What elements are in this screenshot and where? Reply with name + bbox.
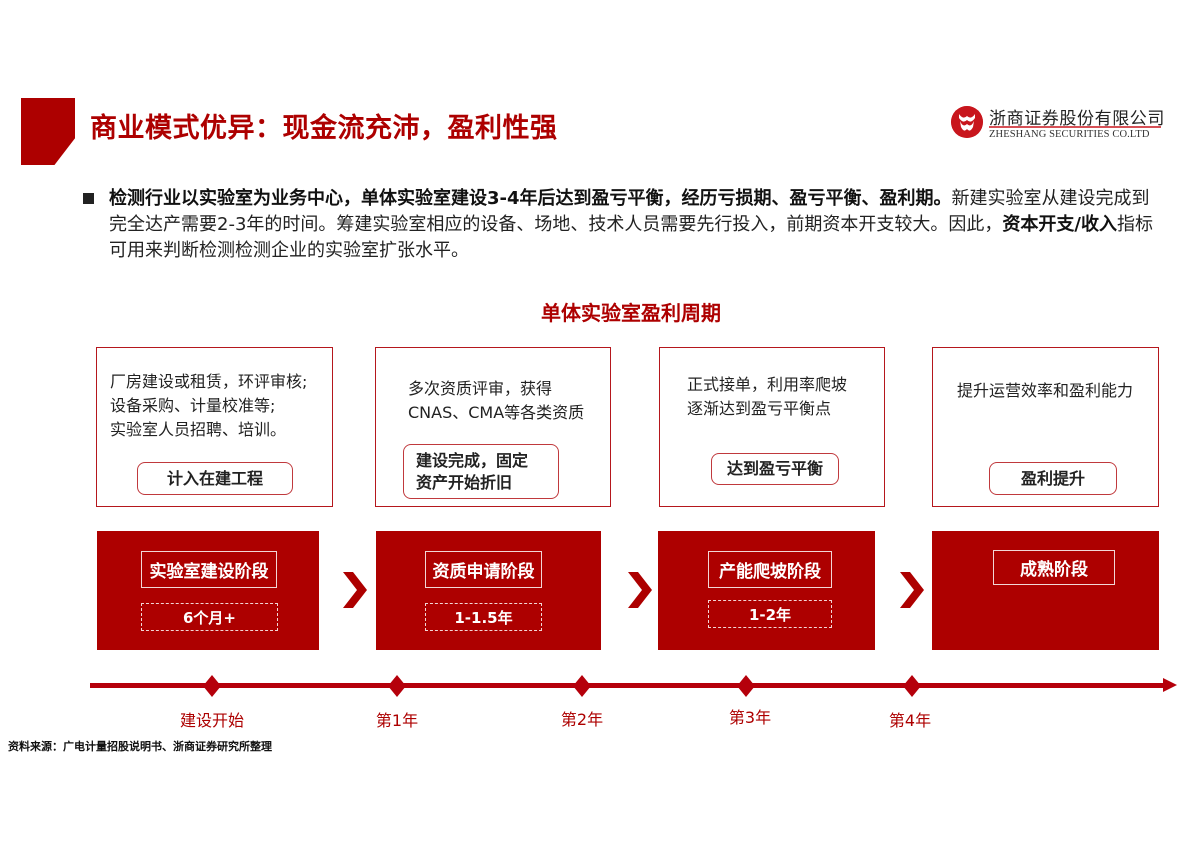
- title-accent-block: [21, 98, 75, 165]
- desc-line: 多次资质评审，获得: [408, 379, 553, 398]
- milestone-label: 达到盈亏平衡: [726, 459, 823, 478]
- timeline-label-start: 建设开始: [179, 711, 245, 730]
- stage-1-box: 实验室建设阶段 6个月+: [97, 531, 319, 650]
- stage-2-description: 多次资质评审，获得 CNAS、CMA等各类资质: [408, 377, 584, 425]
- stage-2-box: 资质申请阶段 1-1.5年: [376, 531, 601, 650]
- intro-text-1: 新建实验室从建设完成到完全达产需要2-3年的时间。筹建实验室相应的设备、场地、技…: [109, 188, 1150, 235]
- timeline-marker-diamond-icon: [388, 675, 406, 697]
- stage-1-duration: 6个月+: [141, 603, 278, 631]
- stage-3-description-box: 正式接单，利用率爬坡 逐渐达到盈亏平衡点 达到盈亏平衡: [659, 347, 885, 507]
- desc-line: 实验室人员招聘、培训。: [110, 420, 287, 439]
- timeline-marker-diamond-icon: [573, 675, 591, 697]
- intro-bold-1: 检测行业以实验室为业务中心，单体实验室建设3-4年后达到盈亏平衡，经历亏损期、盈…: [109, 188, 952, 209]
- stage-4-name: 成熟阶段: [993, 550, 1115, 585]
- intro-paragraph: 检测行业以实验室为业务中心，单体实验室建设3-4年后达到盈亏平衡，经历亏损期、盈…: [83, 186, 1163, 264]
- milestone-label: 资产开始折旧: [416, 472, 513, 492]
- stage-2-duration: 1-1.5年: [425, 603, 542, 631]
- timeline-marker-diamond-icon: [737, 675, 755, 697]
- desc-line: 正式接单，利用率爬坡: [687, 375, 848, 394]
- intro-text: 检测行业以实验室为业务中心，单体实验室建设3-4年后达到盈亏平衡，经历亏损期、盈…: [109, 186, 1163, 264]
- timeline-label-year-2: 第2年: [560, 710, 604, 729]
- stage-1-description-box: 厂房建设或租赁，环评审核; 设备采购、计量校准等; 实验室人员招聘、培训。 计入…: [96, 347, 333, 507]
- stage-2-name: 资质申请阶段: [425, 551, 542, 588]
- desc-line: 设备采购、计量校准等;: [110, 396, 276, 415]
- timeline-label-year-1: 第1年: [375, 711, 419, 730]
- diagram-title: 单体实验室盈利周期: [541, 301, 721, 325]
- stage-3-box: 产能爬坡阶段 1-2年: [658, 531, 875, 650]
- milestone-label: 盈利提升: [1020, 468, 1085, 488]
- intro-bold-2: 资本开支/收入: [1002, 214, 1117, 235]
- page-title: 商业模式优异：现金流充沛，盈利性强: [90, 113, 558, 144]
- milestone-label: 计入在建工程: [166, 468, 263, 488]
- stage-4-description-box: 提升运营效率和盈利能力 盈利提升: [932, 347, 1159, 507]
- logo-name-cn: 浙商证券股份有限公司: [989, 109, 1165, 129]
- desc-line: 提升运营效率和盈利能力: [957, 381, 1134, 400]
- stage-1-name: 实验室建设阶段: [141, 551, 277, 588]
- logo-divider: [989, 126, 1161, 128]
- chevron-right-icon: [900, 572, 924, 608]
- stage-4-box: 成熟阶段: [932, 531, 1159, 650]
- timeline-axis: [90, 683, 1168, 688]
- timeline-arrow-icon: [1163, 678, 1177, 692]
- chevron-right-icon: [343, 572, 367, 608]
- stage-3-duration: 1-2年: [708, 600, 832, 628]
- timeline-label-year-4: 第4年: [888, 711, 932, 730]
- stage-1-description: 厂房建设或租赁，环评审核; 设备采购、计量校准等; 实验室人员招聘、培训。: [110, 370, 307, 442]
- timeline-label-year-3: 第3年: [728, 708, 772, 727]
- milestone-profit-increase: 盈利提升: [989, 462, 1117, 495]
- stage-3-description: 正式接单，利用率爬坡 逐渐达到盈亏平衡点: [687, 373, 847, 421]
- zheshang-logo-icon: [951, 106, 983, 138]
- milestone-breakeven: 达到盈亏平衡: [711, 453, 839, 485]
- desc-line: CNAS、CMA等各类资质: [408, 403, 585, 422]
- logo-name-en: ZHESHANG SECURITIES CO.LTD: [989, 129, 1150, 140]
- milestone-depreciation-start: 建设完成，固定 资产开始折旧: [403, 444, 559, 499]
- intro-text-2: 指标可用来判断检测检测企业的实验室扩张水平。: [109, 214, 1153, 261]
- timeline-marker-diamond-icon: [903, 675, 921, 697]
- stage-4-description: 提升运营效率和盈利能力: [957, 379, 1133, 403]
- company-logo: 浙商证券股份有限公司 ZHESHANG SECURITIES CO.LTD: [951, 104, 1165, 142]
- stage-3-name: 产能爬坡阶段: [708, 551, 832, 588]
- chevron-right-icon: [628, 572, 652, 608]
- timeline-marker-diamond-icon: [203, 675, 221, 697]
- bullet-square-icon: [83, 193, 94, 204]
- desc-line: 逐渐达到盈亏平衡点: [687, 399, 832, 418]
- source-note: 资料来源：广电计量招股说明书、浙商证券研究所整理: [8, 740, 272, 753]
- milestone-label: 建设完成，固定: [416, 450, 529, 470]
- desc-line: 厂房建设或租赁，环评审核;: [110, 372, 308, 391]
- stage-2-description-box: 多次资质评审，获得 CNAS、CMA等各类资质 建设完成，固定 资产开始折旧: [375, 347, 611, 507]
- milestone-in-construction: 计入在建工程: [137, 462, 293, 495]
